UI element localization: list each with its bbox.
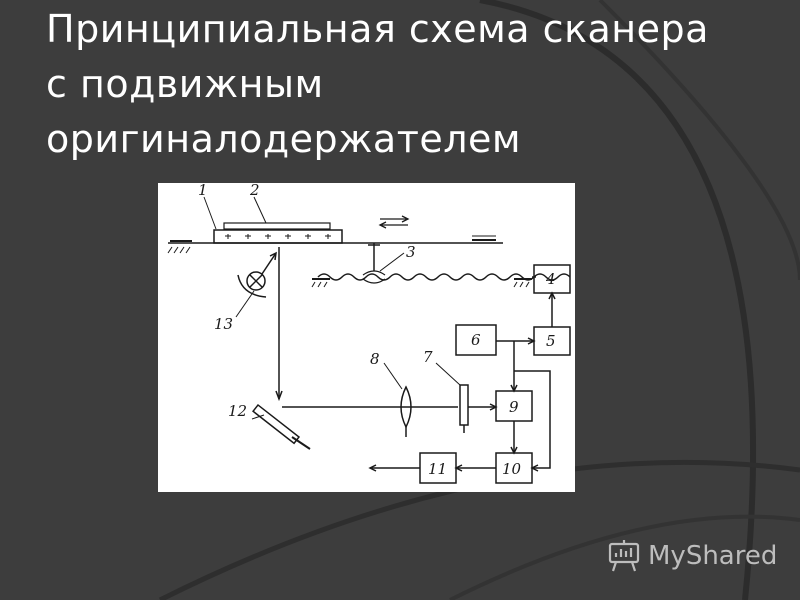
original-holder: [213, 229, 343, 244]
label-12: 12: [228, 402, 247, 420]
motion-direction-arrows: [378, 215, 410, 229]
schematic-drawing: 1 2 3 4 5 6 7 8 9 10 11 12 13: [167, 183, 571, 484]
slide-title: Принципиальная схема сканера с подвижным…: [46, 2, 766, 167]
photodetector: [459, 384, 469, 426]
title-line-3: оригиналодержателем: [46, 117, 522, 161]
title-line-2: с подвижным: [46, 62, 324, 106]
original-document: [223, 222, 331, 230]
holder-hatching: [225, 234, 331, 239]
lamp: [246, 271, 266, 291]
label-1: 1: [198, 183, 208, 199]
hatch-left: [167, 246, 191, 254]
lamp-reflector: [237, 274, 267, 298]
label-3: 3: [406, 243, 416, 261]
watermark-text: MyShared: [648, 541, 778, 571]
presentation-board-icon: [608, 540, 640, 572]
label-7: 7: [423, 348, 433, 366]
label-8: 8: [370, 350, 380, 368]
label-9: 9: [509, 398, 519, 416]
label-4: 4: [545, 270, 556, 288]
label-6: 6: [471, 331, 481, 349]
label-11: 11: [428, 460, 447, 478]
label-2: 2: [249, 183, 260, 199]
block-6: [455, 324, 497, 356]
label-10: 10: [502, 460, 522, 478]
title-line-1: Принципиальная схема сканера: [46, 7, 709, 51]
label-5: 5: [546, 332, 556, 350]
myshared-watermark: MyShared: [606, 536, 777, 576]
scanner-schematic: 1 2 3 4 5 6 7 8 9 10 11 12 13: [158, 183, 575, 492]
label-13: 13: [214, 315, 233, 333]
